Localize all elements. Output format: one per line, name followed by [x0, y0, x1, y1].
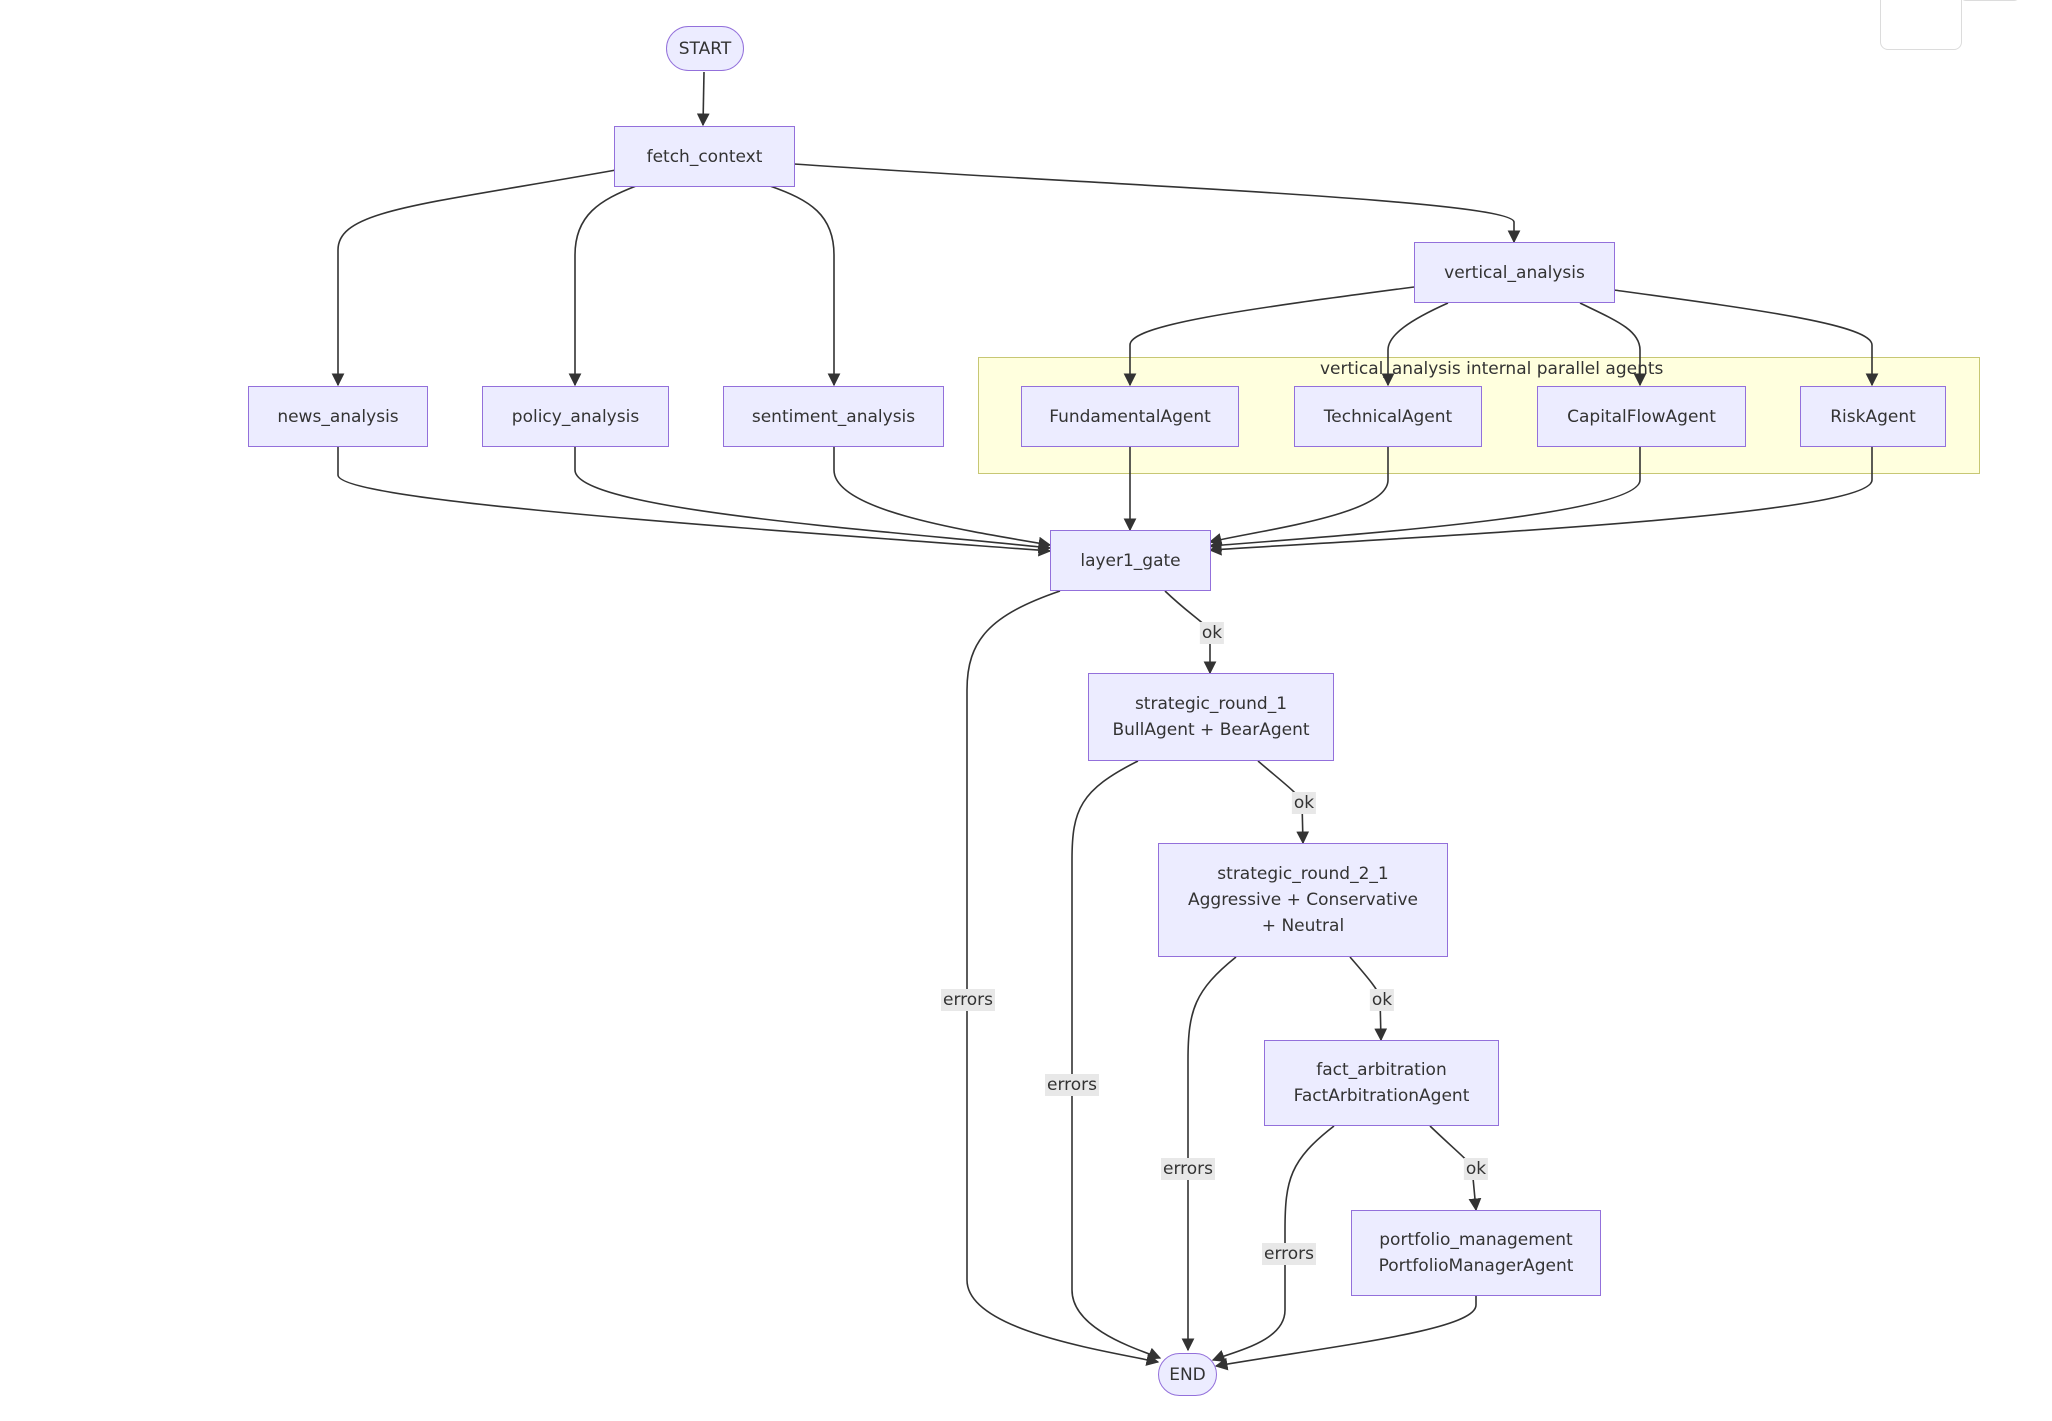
node-portfolio-management-line2: PortfolioManagerAgent: [1378, 1256, 1574, 1276]
edge-round2-end: [1181, 956, 1237, 1352]
node-risk-agent-label: RiskAgent: [1830, 406, 1916, 427]
edge-fetch-vertical: [793, 163, 1521, 244]
node-fact-arbitration[interactable]: fact_arbitration FactArbitrationAgent: [1264, 1040, 1499, 1126]
node-policy-analysis-label: policy_analysis: [511, 406, 640, 427]
node-policy-analysis[interactable]: policy_analysis: [482, 386, 669, 447]
edge-fetch-policy: [568, 185, 637, 387]
node-strategic-round-1-line1: strategic_round_1: [1134, 694, 1288, 714]
edge-fetch-sentiment: [769, 185, 841, 387]
node-technical-agent[interactable]: TechnicalAgent: [1294, 386, 1482, 447]
edge-vertical-fundamental: [1123, 286, 1415, 387]
corner-panel: [1880, 0, 1962, 50]
edge-capitalflow-gate: [1208, 447, 1641, 552]
edge-start-fetch: [696, 71, 710, 127]
node-news-analysis-label: news_analysis: [277, 406, 399, 427]
node-vertical-analysis-label: vertical_analysis: [1444, 262, 1585, 283]
edge-vertical-capitalflow: [1579, 302, 1647, 387]
node-strategic-round-2-1[interactable]: strategic_round_2_1 Aggressive + Conserv…: [1158, 843, 1448, 957]
node-layer1-gate[interactable]: layer1_gate: [1050, 530, 1211, 591]
node-vertical-analysis[interactable]: vertical_analysis: [1414, 242, 1615, 303]
edge-vertical-risk: [1613, 289, 1879, 387]
edge-label-ok: ok: [1463, 1158, 1489, 1180]
node-layer1-gate-label: layer1_gate: [1080, 550, 1181, 571]
edge-label-ok: ok: [1291, 792, 1317, 814]
node-start[interactable]: START: [666, 26, 744, 71]
node-end-label: END: [1169, 1364, 1206, 1385]
node-fundamental-agent[interactable]: FundamentalAgent: [1021, 386, 1239, 447]
edge-label-errors: errors: [1160, 1158, 1216, 1180]
edge-round1-end: [1071, 760, 1162, 1360]
node-portfolio-management[interactable]: portfolio_management PortfolioManagerAge…: [1351, 1210, 1601, 1296]
node-fundamental-agent-label: FundamentalAgent: [1049, 406, 1211, 427]
edge-label-ok: ok: [1199, 622, 1225, 644]
edge-risk-gate: [1208, 447, 1873, 556]
node-sentiment-analysis[interactable]: sentiment_analysis: [723, 386, 944, 447]
edge-policy-gate: [574, 447, 1052, 554]
edge-sentiment-gate: [833, 447, 1052, 550]
edge-technical-gate: [1208, 447, 1389, 546]
edge-portfolio-end: [1214, 1296, 1477, 1371]
edge-fetch-news: [331, 169, 617, 387]
node-strategic-round-2-1-line1: strategic_round_2_1: [1217, 864, 1389, 884]
edge-gate-end: [966, 590, 1160, 1366]
cluster-title: vertical_analysis internal parallel agen…: [1320, 359, 1664, 379]
node-sentiment-analysis-label: sentiment_analysis: [751, 406, 916, 427]
node-start-label: START: [678, 38, 732, 59]
node-fact-arbitration-line1: fact_arbitration: [1316, 1060, 1447, 1080]
node-strategic-round-1-line2: BullAgent + BearAgent: [1112, 720, 1310, 740]
node-fact-arbitration-line2: FactArbitrationAgent: [1293, 1086, 1470, 1106]
node-strategic-round-1[interactable]: strategic_round_1 BullAgent + BearAgent: [1088, 673, 1334, 761]
edge-label-errors: errors: [1261, 1243, 1317, 1265]
edge-vertical-technical: [1381, 302, 1449, 387]
node-portfolio-management-line1: portfolio_management: [1379, 1230, 1573, 1250]
node-fetch-context[interactable]: fetch_context: [614, 126, 795, 187]
node-technical-agent-label: TechnicalAgent: [1323, 406, 1453, 427]
node-strategic-round-2-1-line3: + Neutral: [1261, 916, 1345, 936]
edge-news-gate: [337, 447, 1052, 557]
node-strategic-round-2-1-line2: Aggressive + Conservative: [1187, 890, 1419, 910]
edge-label-ok: ok: [1369, 989, 1395, 1011]
node-end[interactable]: END: [1158, 1353, 1217, 1396]
edge-fact-end: [1211, 1125, 1335, 1363]
corner-panel-tab: [1960, 0, 2020, 1]
node-news-analysis[interactable]: news_analysis: [248, 386, 428, 447]
node-fetch-context-label: fetch_context: [646, 146, 763, 167]
node-capitalflow-agent-label: CapitalFlowAgent: [1567, 406, 1716, 427]
node-risk-agent[interactable]: RiskAgent: [1800, 386, 1946, 447]
edge-label-errors: errors: [940, 989, 996, 1011]
edge-label-errors: errors: [1044, 1074, 1100, 1096]
node-capitalflow-agent[interactable]: CapitalFlowAgent: [1537, 386, 1746, 447]
